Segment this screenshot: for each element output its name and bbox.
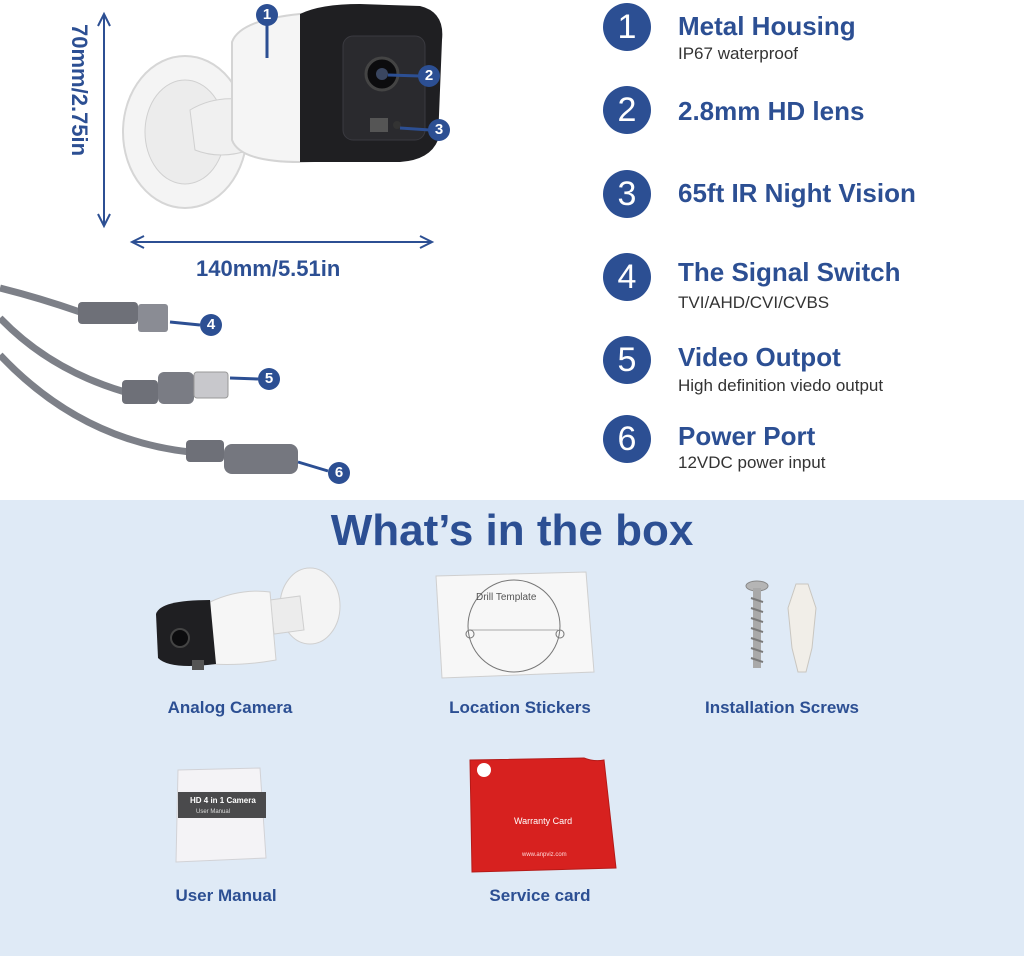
feature-number-badge: 4: [603, 253, 651, 301]
drill-template-text: Drill Template: [476, 592, 537, 603]
manual-cover-subtitle: User Manual: [196, 809, 230, 815]
drill-template-image: Drill Template: [435, 571, 595, 679]
box-section-title: What’s in the box: [330, 506, 694, 555]
installation-screws-image: [745, 580, 817, 673]
feature-title: 65ft IR Night Vision: [678, 178, 916, 208]
analog-camera-label: Analog Camera: [167, 698, 293, 717]
user-manual-label: User Manual: [175, 886, 277, 905]
camera-illustration: [0, 4, 443, 474]
callout-6: 6: [328, 462, 350, 484]
location-stickers-label: Location Stickers: [449, 698, 591, 717]
feature-title: 2.8mm HD lens: [678, 96, 865, 126]
feature-description: IP67 waterproof: [678, 44, 799, 63]
feature-number-badge: 6: [603, 415, 651, 463]
feature-number-badge: 3: [603, 170, 651, 218]
manual-cover-title: HD 4 in 1 Camera: [190, 796, 256, 805]
installation-screws-label: Installation Screws: [705, 698, 859, 717]
warranty-url-text: www.anpviz.com: [521, 852, 567, 858]
feature-description: 12VDC power input: [678, 453, 826, 472]
feature-description: High definition viedo output: [678, 376, 884, 395]
feature-title: Video Outpot: [678, 342, 841, 372]
callout-1: 1: [256, 4, 278, 26]
feature-title: Power Port: [678, 421, 816, 451]
feature-title: The Signal Switch: [678, 257, 901, 287]
warranty-card-text: Warranty Card: [514, 816, 572, 826]
user-manual-image: HD 4 in 1 Camera User Manual: [175, 767, 267, 863]
service-card-label: Service card: [489, 886, 591, 905]
feature-title: Metal Housing: [678, 11, 856, 41]
callout-3: 3: [428, 119, 450, 141]
feature-number-badge: 1: [603, 3, 651, 51]
feature-number-badge: 2: [603, 86, 651, 134]
feature-description: TVI/AHD/CVI/CVBS: [678, 293, 830, 312]
width-dimension-label: 140mm/5.51in: [196, 256, 341, 281]
callout-2: 2: [418, 65, 440, 87]
callout-5: 5: [258, 368, 280, 390]
height-dimension-label: 70mm/2.75in: [67, 24, 92, 157]
callout-4: 4: [200, 314, 222, 336]
feature-number-badge: 5: [603, 336, 651, 384]
service-card-image: Warranty Card www.anpviz.com: [469, 757, 617, 873]
analog-camera-image: [156, 567, 341, 670]
